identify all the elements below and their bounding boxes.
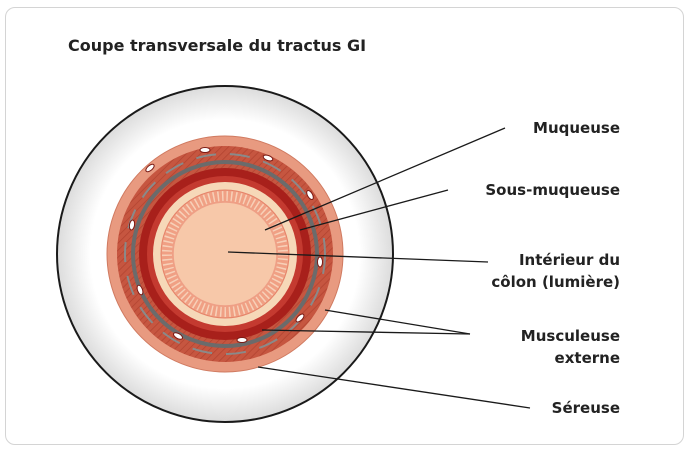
label-lumen-line2: côlon (lumière) [440, 272, 620, 292]
label-muscularis-line2: externe [460, 348, 620, 368]
label-muscularis-line1: Musculeuse [460, 326, 620, 346]
lumen [173, 202, 277, 306]
label-submucosa: Sous-muqueuse [430, 180, 620, 200]
label-serosa: Séreuse [500, 398, 620, 418]
label-lumen-line1: Intérieur du [460, 250, 620, 270]
label-mucosa: Muqueuse [500, 118, 620, 138]
